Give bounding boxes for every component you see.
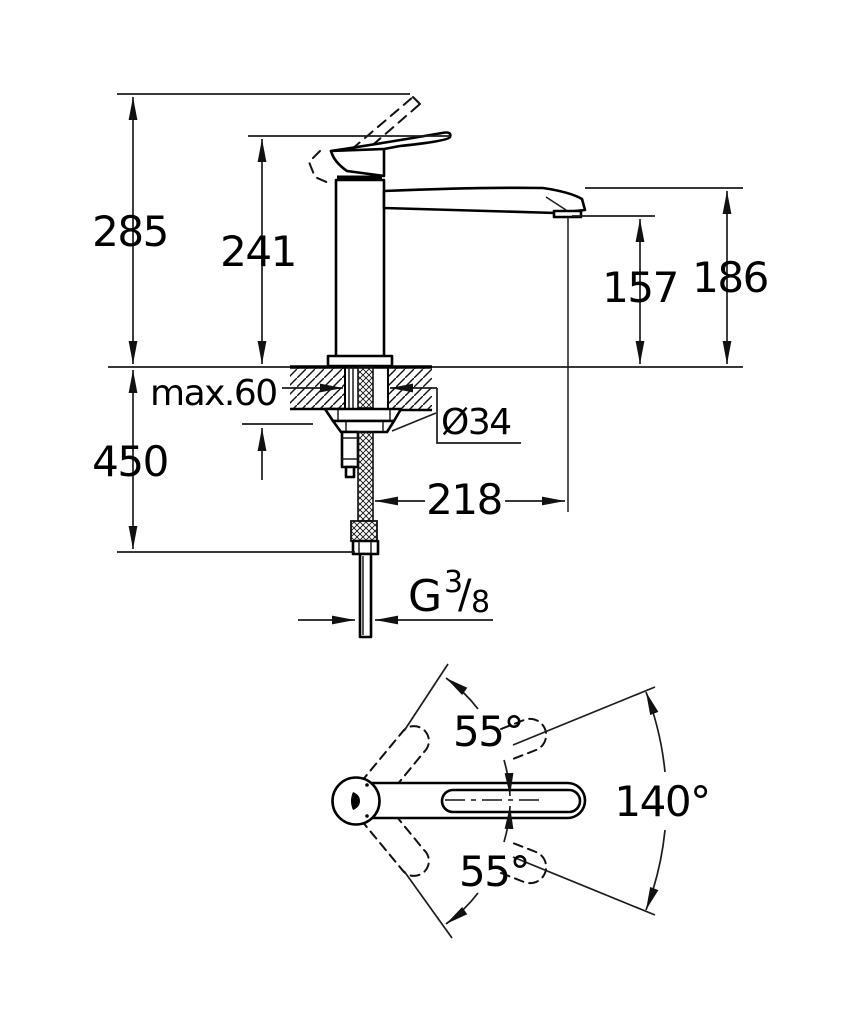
thread-g: G: [408, 571, 441, 622]
dim-label-157: 157: [602, 263, 678, 312]
dimension-deck-thickness: max.60: [150, 373, 437, 480]
hose-nut: [351, 539, 380, 556]
dim-label-55-upper: 55°: [453, 707, 523, 756]
spout-head-detail: [545, 196, 567, 211]
dimension-hole-diameter: Ø34: [391, 388, 521, 444]
dimension-spout-height: 186: [585, 187, 769, 364]
raised-lever-tip: [412, 96, 421, 105]
range-line-upper: [512, 686, 656, 746]
spout: [382, 186, 587, 215]
handle-body: [329, 142, 386, 178]
dimension-overall-height: 285: [92, 93, 410, 364]
thread-slash: /: [458, 572, 472, 618]
dim-label-186: 186: [692, 253, 768, 302]
dimension-swivel-lower: 55°: [445, 805, 530, 925]
range-arc-lower: [645, 829, 666, 911]
raised-handle-bottom: [307, 150, 332, 185]
body-plan-dot: [365, 814, 369, 818]
spout-swivel-dashed: [360, 725, 430, 877]
thread-denominator: 8: [471, 585, 489, 620]
dimension-spout-reach: 218: [375, 217, 569, 524]
dimension-swivel-upper: 55°: [445, 677, 524, 797]
angle-arc: [503, 759, 514, 797]
dimension-swivel-total: 140°: [512, 686, 711, 916]
faucet-base: [326, 354, 394, 368]
leader-line: [436, 388, 521, 444]
mounting-nut: [331, 419, 396, 434]
dim-label-55-lower: 55°: [459, 847, 529, 896]
dim-label-max60: max.60: [150, 373, 277, 414]
faucet-body: [334, 178, 386, 360]
side-view: 285 241 157 186 max.60: [92, 93, 769, 639]
spout-position-down-dashed: [360, 799, 430, 877]
dimension-body-height: 241: [220, 135, 450, 364]
raised-lever-edge: [351, 96, 414, 150]
raised-lever-edge: [359, 103, 421, 157]
top-view: 140° 55° 55°: [331, 663, 711, 939]
body-plan-dot: [365, 783, 369, 787]
dim-label-218: 218: [426, 475, 502, 524]
angle-arc: [503, 805, 514, 843]
body-plan-mark: [351, 792, 360, 810]
swivel-axis-lower: [403, 870, 453, 939]
leader-diagonal: [391, 412, 437, 432]
dimension-thread: G 3 / 8: [298, 565, 493, 625]
angle-arc: [445, 892, 479, 925]
dim-label-d34: Ø34: [441, 402, 511, 443]
range-line-lower: [512, 856, 656, 916]
hose-collar: [350, 520, 378, 542]
dim-label-450: 450: [92, 437, 168, 486]
shank-hose: [357, 366, 374, 409]
dim-label-285: 285: [92, 207, 168, 256]
thread-numerator: 3: [444, 565, 462, 600]
dim-label-241: 241: [220, 227, 296, 276]
handle-lever: [329, 131, 452, 153]
spout-end-down-dashed: [500, 842, 548, 885]
dim-label-140: 140°: [614, 777, 709, 826]
range-arc-upper: [645, 691, 666, 773]
mounting-hardware: [323, 407, 403, 639]
faucet-outline: [326, 131, 587, 368]
dimension-hose-length: 450: [92, 370, 355, 553]
connection-tube: [358, 552, 373, 639]
swivel-axis-upper: [403, 663, 449, 732]
spout-position-up-dashed: [360, 725, 430, 803]
flex-hose-braided: [357, 431, 374, 522]
angle-arc: [445, 677, 479, 710]
cartridge-foot: [344, 465, 356, 479]
dimension-outlet-height: 157: [572, 215, 679, 364]
spout-end-up-dashed: [500, 717, 548, 760]
